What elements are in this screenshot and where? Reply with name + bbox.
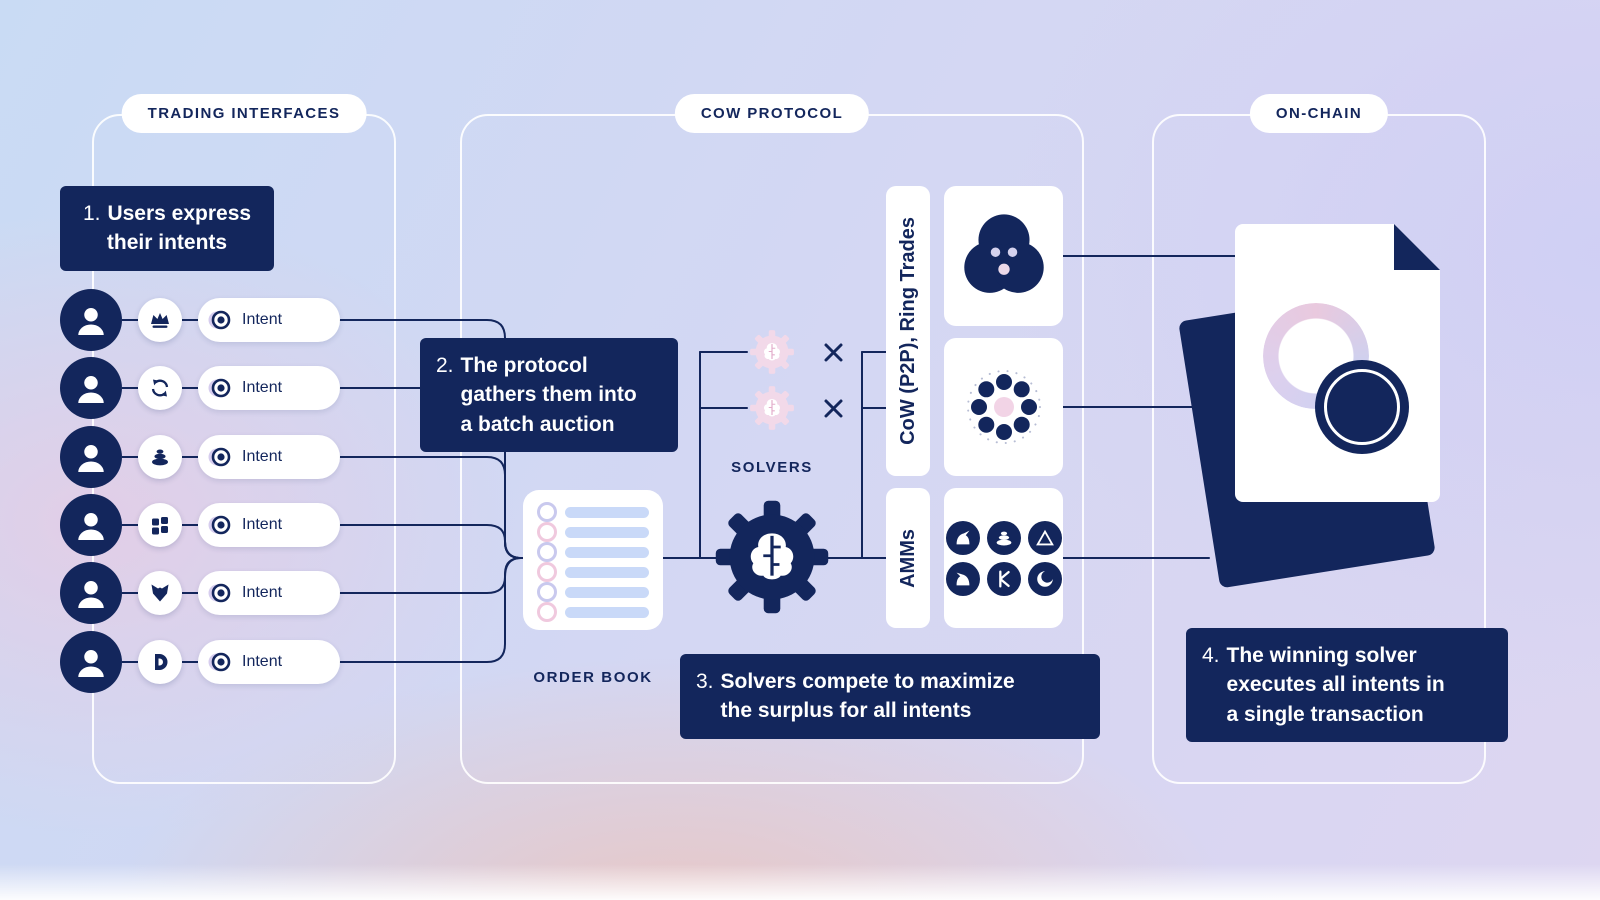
d-letter-icon	[138, 640, 182, 684]
intent-target-icon	[208, 515, 231, 535]
intent-label: Intent	[242, 584, 283, 601]
step4-number: 4.	[1202, 644, 1220, 667]
intent-label: Intent	[242, 653, 283, 670]
k-letter-icon	[986, 561, 1021, 596]
order-book-row	[537, 602, 649, 622]
cow-crown-icon	[138, 298, 182, 342]
dotted-ring-icon	[966, 370, 1041, 444]
step1-number: 1.	[82, 202, 101, 225]
intent-target-icon	[208, 310, 231, 330]
stones-icon	[138, 435, 182, 479]
step2-number: 2.	[436, 354, 454, 377]
squares-icon	[138, 503, 182, 547]
order-book-row	[537, 582, 649, 602]
step2-badge: 2. The protocol gathers them into a batc…	[420, 338, 678, 453]
order-book-row	[537, 522, 649, 542]
person-icon	[78, 376, 104, 403]
order-book-label: ORDER BOOK	[533, 669, 653, 686]
user-avatar	[60, 631, 122, 693]
person-icon	[78, 445, 104, 472]
step3-number: 3.	[696, 670, 714, 693]
brain-icon	[750, 533, 794, 580]
section-on-chain: ON-CHAIN	[1152, 94, 1486, 784]
order-dot-icon	[537, 502, 557, 522]
section-label-protocol: COW PROTOCOL	[674, 94, 870, 133]
ring-trades-card	[944, 338, 1063, 476]
intent-pill: Intent	[198, 366, 340, 410]
losing-solver-gear-icon	[749, 385, 795, 436]
step2-text: The protocol gathers them into a batch a…	[460, 354, 637, 436]
section-cow-protocol: COW PROTOCOL	[460, 94, 1084, 784]
order-book-row	[537, 562, 649, 582]
step4-badge: 4. The winning solver executes all inten…	[1186, 628, 1508, 743]
swap-arrows-icon	[138, 366, 182, 410]
amms-label: AMMs	[896, 528, 919, 588]
intent-label: Intent	[242, 379, 283, 396]
settlement-circle-icon	[1315, 360, 1409, 454]
cow-ring-trades-label: CoW (P2P), Ring Trades	[896, 217, 919, 445]
order-dot-icon	[537, 542, 557, 562]
order-dot-icon	[537, 562, 557, 582]
person-icon	[78, 581, 104, 608]
unicorn-icon	[945, 520, 980, 555]
stones-icon	[986, 520, 1021, 555]
rejected-x-icons	[824, 343, 843, 418]
horse-icon	[945, 561, 980, 596]
person-icon	[78, 513, 104, 540]
cow-p2p-card	[944, 186, 1063, 326]
section-label-onchain: ON-CHAIN	[1249, 94, 1389, 133]
intent-row: Intent	[60, 562, 340, 624]
step3-badge: 3. Solvers compete to maximize the surpl…	[680, 654, 1100, 739]
venn-circles-icon	[963, 214, 1044, 293]
intent-pill: Intent	[198, 435, 340, 479]
amm-logos-card	[944, 488, 1063, 628]
intent-row: Intent	[60, 357, 340, 419]
losing-solver-gear-icon	[749, 329, 795, 380]
order-book-row	[537, 542, 649, 562]
fox-icon	[138, 571, 182, 615]
amms-card: AMMs	[886, 488, 930, 628]
winning-solver-gear-icon	[713, 498, 831, 621]
section-label-trading: TRADING INTERFACES	[121, 94, 367, 133]
order-book-row	[537, 502, 649, 522]
intent-row: Intent	[60, 289, 340, 351]
intent-pill: Intent	[198, 503, 340, 547]
intent-target-icon	[208, 378, 231, 398]
order-dot-icon	[537, 582, 557, 602]
intent-pill: Intent	[198, 571, 340, 615]
intent-label: Intent	[242, 448, 283, 465]
intent-pill: Intent	[198, 640, 340, 684]
intent-target-icon	[208, 652, 231, 672]
person-icon	[78, 650, 104, 677]
swirl-icon	[1027, 561, 1062, 596]
intent-pill: Intent	[198, 298, 340, 342]
cow-ring-trades-card: CoW (P2P), Ring Trades	[886, 186, 930, 476]
intent-target-icon	[208, 583, 231, 603]
intent-row: Intent	[60, 494, 340, 556]
order-dot-icon	[537, 602, 557, 622]
solvers-label: SOLVERS	[731, 459, 813, 476]
intent-row: Intent	[60, 631, 340, 693]
user-avatar	[60, 426, 122, 488]
step4-text: The winning solver executes all intents …	[1226, 644, 1445, 726]
order-book-card	[523, 490, 663, 630]
user-avatar	[60, 357, 122, 419]
intent-label: Intent	[242, 516, 283, 533]
intent-target-icon	[208, 447, 231, 467]
user-avatar	[60, 562, 122, 624]
user-avatar	[60, 289, 122, 351]
step3-text: Solvers compete to maximize the surplus …	[720, 670, 1015, 723]
intent-row: Intent	[60, 426, 340, 488]
triangle-icon	[1027, 520, 1062, 555]
step1-text: Users express their intents	[106, 202, 252, 255]
order-dot-icon	[537, 522, 557, 542]
person-icon	[78, 308, 104, 335]
intent-label: Intent	[242, 311, 283, 328]
user-avatar	[60, 494, 122, 556]
step1-badge: 1.Users express their intents	[60, 186, 274, 271]
